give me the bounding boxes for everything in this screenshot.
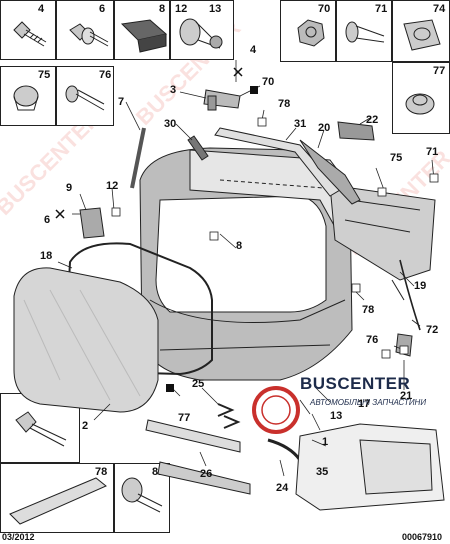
footer-code: 00067910 [402,532,443,542]
part-number: 71 [375,3,388,15]
callout-label: 1 [322,436,329,448]
part-number: 75 [38,69,51,81]
callout-label: 76 [366,334,379,346]
callout-label: 71 [426,146,439,158]
part-number: 8 [159,3,166,15]
callout-label: 2 [82,420,89,432]
part-box-77: 77 [392,62,450,134]
callout-label: 78 [362,304,375,316]
buscenter-logo-icon [252,386,300,434]
handle [337,121,375,141]
callout-label: 35 [316,466,329,478]
callout-label: 31 [294,118,307,130]
part-box-76: 76 [56,66,114,126]
part-box-4: 4 [0,0,56,60]
callout-label: 18 [40,250,53,262]
part-number: 6 [99,3,106,15]
callout-label: 30 [164,118,177,130]
part-number: 4 [38,3,45,15]
callout-label: 77 [178,412,191,424]
callout-label: 12 [106,180,119,192]
part-box-70: 70 [280,0,336,62]
leader-lines [57,60,435,477]
callout-label: 72 [426,324,439,336]
trim-panel [329,184,436,281]
callout-label: 75 [390,152,403,164]
part-number: 77 [433,65,446,77]
latch-icon [403,19,441,51]
callout-label: 26 [200,468,213,480]
grommet-icon [405,93,435,115]
nut-icon [297,19,325,47]
callout-label: 19 [414,280,427,292]
chevron-badge [217,403,241,429]
callout-label: 13 [330,410,343,422]
screw-icon [121,477,163,513]
part-number: 13 [209,3,222,15]
lower-trim-strip [145,419,251,495]
part-number: 12 [175,3,188,15]
footer-date: 03/2012 [2,532,35,542]
logo-name: BUSCENTER [300,374,411,393]
part-number: 70 [318,3,331,15]
callout-label: 6 [44,214,51,226]
cap-nut-icon [13,85,39,111]
callout-label: 7 [118,96,125,108]
screw-icon [13,21,47,47]
logo-subtitle: АВТОМОБІЛЬНІ ЗАПЧАСТИНИ [310,398,427,407]
callout-label: 3 [170,84,177,96]
push-pin-icon [345,21,385,43]
badge [267,438,302,461]
filled-markers [166,86,258,392]
callout-label: 24 [276,482,289,494]
vehicle-silhouette [295,423,445,511]
clip-icon [179,18,223,49]
tailgate-panel [139,147,353,381]
callout-label: 21 [400,390,413,402]
callout-label: 4 [250,44,257,56]
bracket [187,135,209,161]
part-number: 74 [433,3,446,15]
callout-label: 20 [318,122,331,134]
foam-pad-icon [120,19,168,53]
gas-strut [130,127,146,189]
callout-label: 9 [66,182,73,194]
callout-label: 17 [358,398,371,410]
callout-label: 8 [236,240,243,252]
rivet-icon [65,85,105,111]
hinge [203,89,241,111]
part-box-71: 71 [336,0,392,62]
callout-label: 22 [366,114,379,126]
callout-label: 25 [192,378,205,390]
callout-label: 70 [262,76,275,88]
bolt-icon [69,23,109,47]
bracket [79,207,105,239]
bolt-icon [15,411,67,447]
cross-markers [55,67,243,219]
callout-label: 78 [278,98,291,110]
seal-strip-icon [9,477,107,525]
upper-trim-strip [214,127,361,205]
part-number: 76 [99,69,112,81]
part-number: 78 [95,466,108,478]
rear-glass [13,267,159,413]
